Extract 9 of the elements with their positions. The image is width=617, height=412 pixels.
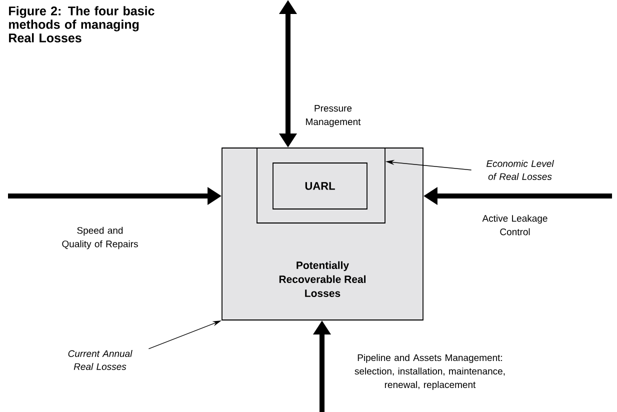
italic-note: Economic Level of Real Losses: [486, 160, 554, 180]
edge-label: Pipeline and Assets Management: selection, installation, maintenance, renewal, replacement: [354, 354, 505, 390]
figure-title: Figure 2: The four basic methods of managing Real Losses: [9, 6, 154, 42]
edge-label: Active Leakage Control: [482, 214, 548, 236]
edge-label: Speed and Quality of Repairs: [62, 226, 138, 250]
italic-note: Current Annual Real Losses: [68, 350, 132, 370]
label-box: UARL: [272, 162, 368, 210]
edge-label: Pressure Management: [306, 105, 361, 127]
level-box: [256, 148, 386, 224]
